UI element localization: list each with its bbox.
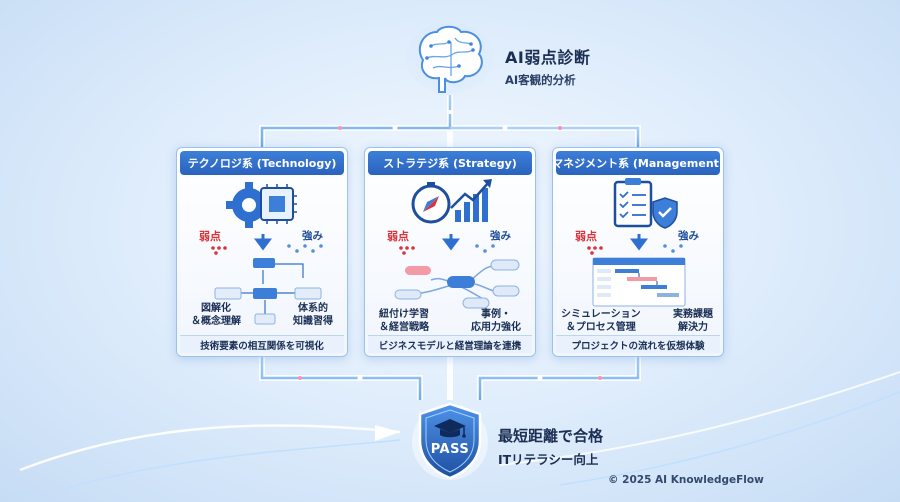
- card-strategy: ストラテジ系 (Strategy): [364, 147, 536, 357]
- card-management: マネジメント系 (Management): [552, 147, 724, 357]
- method-label-line: 図解化: [201, 303, 231, 314]
- weak-label: 弱点: [199, 230, 221, 243]
- method-label-line: 事例・: [481, 309, 511, 320]
- pass-badge: PASS: [412, 398, 488, 482]
- card-strategy-footer: ビジネスモデルと経営理論を連携: [368, 335, 532, 353]
- diagnosis-title: AI弱点診断: [505, 48, 591, 67]
- copyright-text: © 2025 AI KnowledgeFlow: [608, 474, 764, 486]
- gear-chip-icon: [226, 182, 297, 228]
- method-label-line: ＆経営戦略: [379, 322, 429, 333]
- method-label-line: 応用力強化: [471, 322, 521, 333]
- card-strategy-title: ストラテジ系 (Strategy): [368, 151, 532, 175]
- method-label-right: 実務課題 解決力: [673, 308, 713, 334]
- method-label-line: ＆プロセス管理: [565, 322, 636, 333]
- method-label-left: 紐付け学習 ＆経営戦略: [379, 308, 429, 334]
- brain-icon: [406, 22, 494, 94]
- shield-icon: [412, 402, 488, 480]
- method-label-line: 紐付け学習: [379, 309, 429, 320]
- weak-label: 弱点: [387, 230, 409, 243]
- pass-text: PASS: [430, 442, 470, 457]
- strong-label: 強み: [678, 230, 699, 242]
- card-technology: テクノロジ系 (Technology): [176, 147, 348, 357]
- method-label-right: 事例・ 応用力強化: [471, 308, 521, 334]
- card-management-title: マネジメント系 (Management): [552, 151, 724, 175]
- graduation-cap-icon: [434, 419, 466, 438]
- goal-text: 最短距離で合格 ITリテラシー向上: [498, 425, 603, 468]
- method-label-line: 実務課題: [673, 309, 713, 320]
- method-label-right: 体系的 知識習得: [293, 302, 333, 328]
- goal-title: 最短距離で合格: [498, 427, 604, 445]
- compass-chart-icon: [411, 179, 492, 224]
- clipboard-shield-icon: [613, 178, 678, 229]
- method-label-line: ＆概念理解: [191, 316, 241, 327]
- card-technology-title: テクノロジ系 (Technology): [180, 151, 344, 175]
- diagnosis-header: AI弱点診断 AI客観的分析: [505, 44, 590, 88]
- method-label-left: シミュレーション ＆プロセス管理: [561, 308, 641, 334]
- strategy-illustration: [394, 179, 520, 309]
- method-label-line: 体系的: [298, 303, 328, 314]
- method-label-line: シミュレーション: [561, 309, 641, 320]
- method-label-line: 知識習得: [293, 316, 333, 327]
- weak-label: 弱点: [575, 230, 597, 243]
- management-illustration: [587, 178, 686, 307]
- card-technology-footer: 技術要素の相互関係を可視化: [180, 335, 344, 353]
- strong-label: 強み: [490, 230, 511, 242]
- method-label-left: 図解化 ＆概念理解: [191, 302, 241, 328]
- strong-label: 強み: [302, 230, 323, 242]
- card-management-footer: プロジェクトの流れを仮想体験: [556, 335, 720, 353]
- method-label-line: 解決力: [678, 322, 708, 333]
- goal-subtitle: ITリテラシー向上: [498, 452, 599, 467]
- technology-illustration: [211, 182, 323, 325]
- diagnosis-subtitle: AI客観的分析: [505, 73, 576, 87]
